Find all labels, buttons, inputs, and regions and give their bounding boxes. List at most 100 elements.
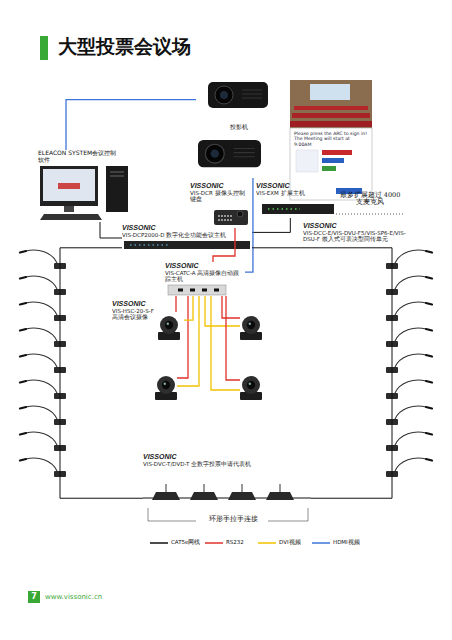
node-text: 投影机	[230, 124, 270, 131]
rs232-wire	[175, 296, 176, 312]
rs232-wire	[226, 296, 240, 380]
screen-button	[58, 183, 80, 189]
note-label: 7	[28, 592, 40, 601]
connector-line	[100, 222, 122, 238]
microphone	[386, 328, 432, 347]
device-node: VISSONICVIS-CATC-A 高清摄像自动跟踪主机	[165, 262, 245, 296]
joystick	[237, 211, 243, 217]
node-text: VIS-DCR 摄像头控制键盘	[190, 190, 250, 203]
microphone	[386, 432, 432, 451]
seat-row	[290, 121, 372, 127]
microphone	[386, 276, 432, 295]
screen-frame	[290, 128, 372, 200]
microphone	[386, 380, 432, 399]
device-node: VISSONICVIS-EXM 扩展主机	[256, 182, 334, 218]
delegate-unit	[228, 484, 256, 500]
monitor	[40, 166, 98, 206]
monitor-stand	[64, 206, 74, 212]
microphone	[20, 432, 66, 451]
page-number-box	[28, 591, 40, 603]
microphone	[20, 250, 66, 269]
camera	[240, 316, 262, 340]
legend-line	[150, 542, 168, 544]
device-node: Please press the ARC to sign in! The Mee…	[290, 128, 372, 200]
node-text: VIS-DCP2000-D 数字化全功能会议主机	[122, 232, 250, 238]
microphone	[386, 302, 432, 321]
hall-screen	[310, 84, 350, 100]
connector-line	[252, 248, 392, 498]
microphone	[20, 302, 66, 321]
chart-bar	[322, 158, 344, 163]
projector	[208, 82, 268, 108]
connector	[184, 296, 193, 320]
node-text: Please press the ARC to sign in! The Mee…	[294, 131, 368, 147]
microphone	[386, 406, 432, 425]
connector-line	[66, 100, 196, 150]
microphone	[386, 250, 432, 269]
main-unit	[124, 241, 250, 249]
brand-name: VISSONIC	[165, 262, 245, 270]
microphone	[20, 276, 66, 295]
connector	[100, 222, 122, 238]
expansion-unit	[262, 204, 334, 214]
device-node: VISSONICVIS-DVC-T/DVD-T 全数字投票申请代表机	[143, 453, 311, 511]
brand-name: VISSONIC	[112, 300, 156, 308]
device-node: VISSONICVIS-DCR 摄像头控制键盘	[190, 182, 250, 228]
device-node: 投影机	[196, 80, 274, 178]
camera	[155, 376, 177, 400]
dvi-wire	[211, 296, 240, 390]
camera	[158, 316, 180, 340]
microphone	[20, 458, 66, 477]
dotted-rule	[336, 214, 404, 215]
connector-line	[184, 296, 193, 320]
brand-name: VISSONIC	[122, 224, 250, 232]
seat-row	[292, 113, 370, 118]
legend-line	[312, 542, 330, 544]
seat-row	[294, 106, 368, 110]
pc-tower	[106, 166, 128, 212]
legend-text: CAT5e网线	[171, 539, 200, 545]
connector-line	[252, 218, 290, 232]
node-text: VIS-DVC-T/DVD-T 全数字投票申请代表机	[143, 461, 263, 467]
microphone	[20, 380, 66, 399]
node-text: VIS-EXM 扩展主机	[256, 190, 316, 196]
note-label: 环形手拉手连接	[198, 515, 268, 523]
node-text: VIS-CATC-A 高清摄像自动跟踪主机	[165, 270, 245, 283]
device-node: VISSONICVIS-DCP2000-D 数字化全功能会议主机	[122, 224, 252, 252]
dvi-wire	[205, 296, 240, 326]
camera	[240, 376, 262, 400]
legend-line	[258, 542, 276, 544]
note-label: www.vissonic.cn	[45, 593, 145, 601]
dvi-wire	[177, 296, 199, 386]
chart-bar	[322, 166, 336, 171]
legend-text: HDMI视频	[333, 539, 360, 545]
unit-ports	[178, 289, 219, 292]
tower-drive	[110, 172, 124, 176]
monitor-screen	[43, 169, 95, 201]
legend-text: DVI视频	[279, 539, 301, 545]
delegate-unit	[266, 484, 294, 500]
hall-photo	[290, 80, 372, 128]
header-bar	[40, 36, 48, 60]
keyboard	[40, 214, 102, 220]
keys	[218, 216, 232, 220]
delegate-unit	[190, 484, 218, 500]
microphone	[20, 354, 66, 373]
note-label: VISSONIC	[303, 222, 415, 230]
brand-name: VISSONIC	[190, 182, 250, 190]
microphone	[20, 406, 66, 425]
page-title: 大型投票会议场	[58, 36, 191, 58]
device-node: ELEACON SYSTEM会议控制软件	[36, 150, 136, 222]
connector	[60, 248, 143, 498]
chart-panel	[296, 150, 318, 172]
connector-line	[245, 178, 253, 272]
control-keyboard	[214, 210, 248, 225]
note-label: VIS-DCC-E/VIS-DVU-F5/VIS-SP6-E/VIS-DSU-F…	[303, 230, 415, 243]
legend-line	[205, 542, 223, 544]
connector	[66, 100, 196, 150]
tracking-unit	[168, 285, 226, 295]
connector	[245, 178, 253, 272]
brand-name: VISSONIC	[143, 453, 263, 461]
connector	[252, 248, 392, 498]
connector-line	[60, 248, 143, 498]
